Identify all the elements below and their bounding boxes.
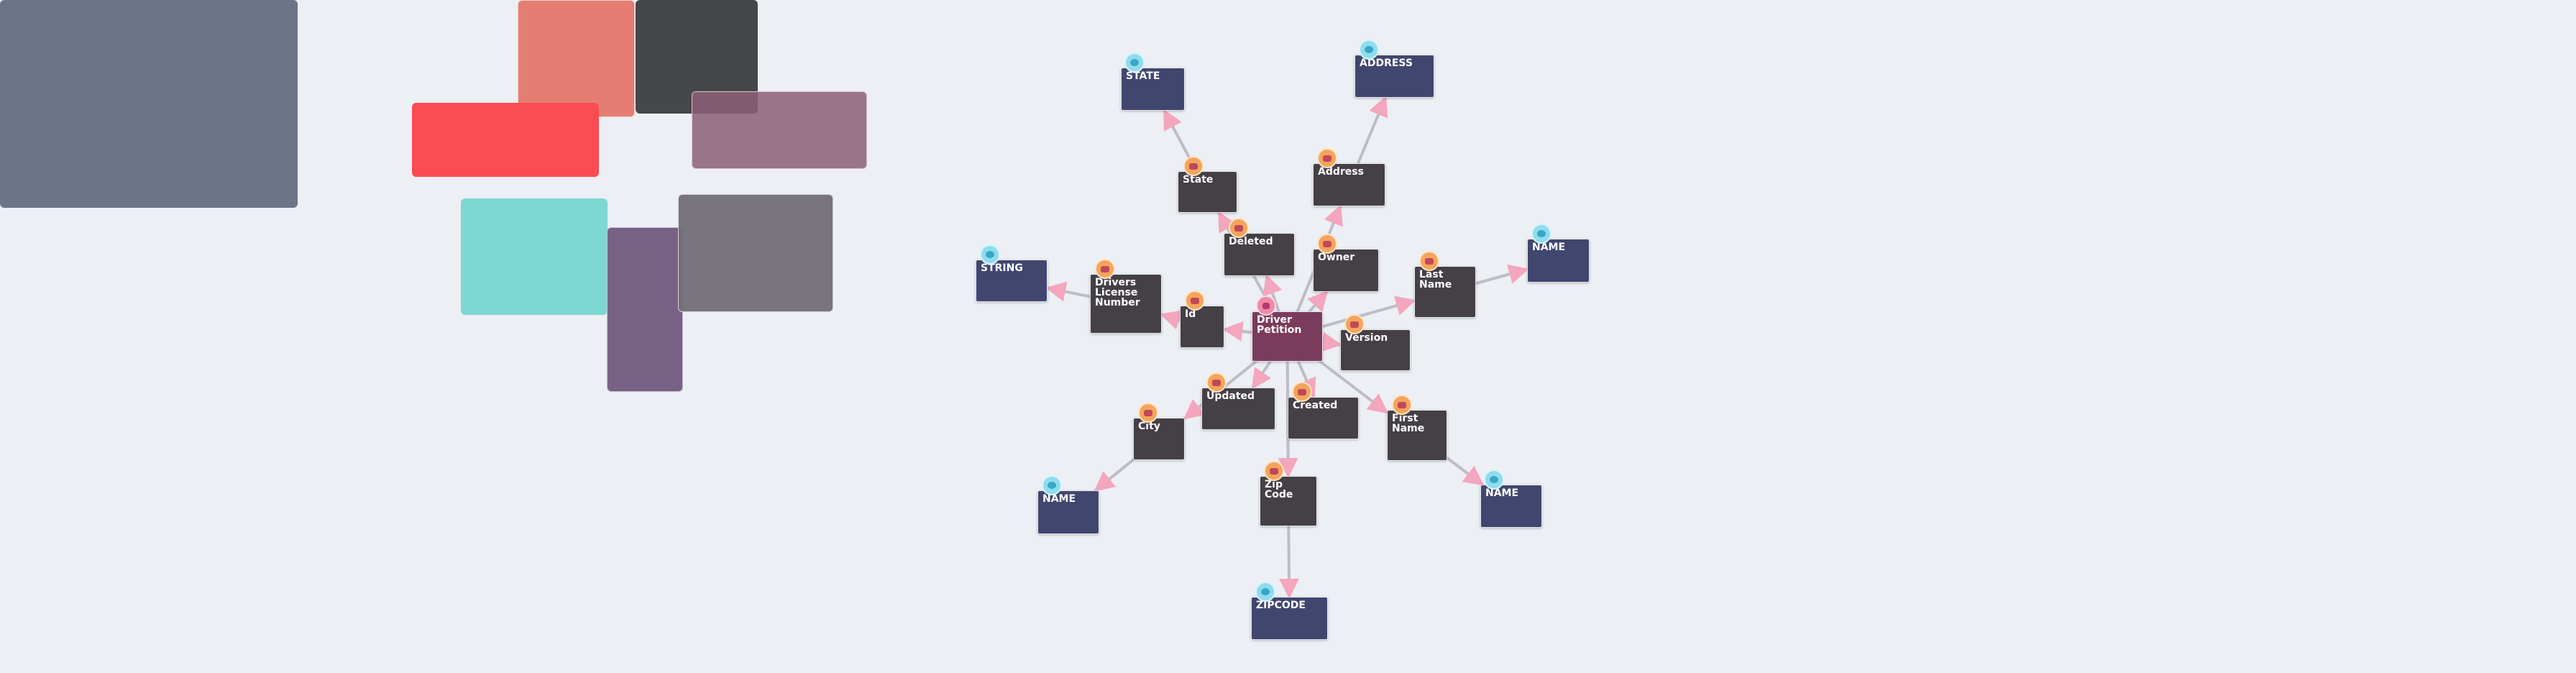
- node-type-name-last[interactable]: NAME: [1527, 239, 1590, 283]
- badge-zip-code-icon: [1264, 461, 1284, 481]
- node-type-name-first[interactable]: NAME: [1480, 485, 1542, 528]
- overlay-block-gray: [678, 194, 833, 312]
- node-label: Id: [1185, 308, 1196, 320]
- badge-first-name-icon: [1392, 395, 1412, 415]
- node-label: Address: [1318, 166, 1364, 178]
- node-type-string[interactable]: STRING: [976, 260, 1048, 302]
- overlay-block-teal: [461, 198, 608, 315]
- badge-type-state-icon: [1124, 52, 1145, 73]
- node-address[interactable]: Address: [1313, 163, 1385, 206]
- badge-driver-petition-icon: [1256, 296, 1276, 316]
- badge-state-icon: [1183, 156, 1204, 176]
- badge-type-zipcode-icon: [1255, 582, 1275, 602]
- badge-version-icon: [1344, 314, 1365, 334]
- node-label: First Name: [1392, 413, 1425, 434]
- overlay-block-red: [412, 103, 599, 177]
- badge-type-string-icon: [980, 244, 1000, 265]
- badge-last-name-icon: [1419, 251, 1439, 271]
- node-drivers-license-number[interactable]: Drivers License Number: [1090, 274, 1162, 334]
- node-label: Created: [1293, 400, 1338, 411]
- badge-type-name-city-icon: [1042, 475, 1062, 495]
- node-driver-petition[interactable]: Driver Petition: [1252, 311, 1323, 362]
- node-label: Updated: [1206, 390, 1255, 402]
- node-first-name[interactable]: First Name: [1387, 410, 1447, 461]
- node-type-state[interactable]: STATE: [1121, 68, 1185, 111]
- node-owner[interactable]: Owner: [1313, 249, 1379, 292]
- node-label: Driver Petition: [1257, 314, 1302, 336]
- node-type-zipcode[interactable]: ZIPCODE: [1251, 597, 1328, 640]
- node-label: ZIPCODE: [1256, 600, 1306, 611]
- node-zip-code[interactable]: Zip Code: [1260, 476, 1317, 526]
- node-id[interactable]: Id: [1180, 306, 1224, 348]
- badge-created-icon: [1292, 382, 1312, 402]
- node-label: Last Name: [1419, 269, 1452, 290]
- node-updated[interactable]: Updated: [1201, 388, 1275, 430]
- overlay-block-salmon: [518, 0, 635, 117]
- badge-id-icon: [1185, 290, 1205, 311]
- node-type-address[interactable]: ADDRESS: [1355, 55, 1434, 98]
- node-label: NAME: [1485, 487, 1519, 499]
- node-label: Drivers License Number: [1095, 277, 1140, 308]
- badge-updated-icon: [1206, 372, 1227, 393]
- node-state[interactable]: State: [1178, 171, 1237, 213]
- overlay-panel-slate: [0, 0, 298, 208]
- node-label: NAME: [1532, 242, 1566, 253]
- node-label: ADDRESS: [1360, 58, 1413, 69]
- badge-type-name-last-icon: [1531, 224, 1551, 244]
- overlay-block-purple: [607, 227, 683, 392]
- node-created[interactable]: Created: [1288, 397, 1359, 439]
- node-version[interactable]: Version: [1340, 329, 1411, 371]
- node-label: City: [1138, 421, 1160, 432]
- node-label: NAME: [1042, 493, 1076, 505]
- badge-deleted-icon: [1229, 218, 1249, 238]
- badge-type-address-icon: [1359, 40, 1379, 60]
- node-label: Version: [1345, 332, 1388, 344]
- node-deleted[interactable]: Deleted: [1224, 233, 1295, 276]
- node-label: Deleted: [1229, 236, 1273, 247]
- badge-owner-icon: [1317, 234, 1337, 254]
- overlay-block-mauve: [692, 91, 867, 169]
- node-label: STRING: [981, 262, 1023, 274]
- badge-city-icon: [1138, 403, 1158, 423]
- node-label: State: [1183, 174, 1214, 186]
- badge-address-icon: [1317, 148, 1337, 168]
- node-label: STATE: [1126, 70, 1160, 82]
- badge-type-name-first-icon: [1484, 470, 1504, 490]
- node-type-name-city[interactable]: NAME: [1037, 490, 1099, 534]
- node-city[interactable]: City: [1133, 418, 1185, 460]
- badge-drivers-license-number-icon: [1095, 259, 1115, 279]
- node-label: Owner: [1318, 252, 1355, 263]
- node-last-name[interactable]: Last Name: [1414, 266, 1476, 318]
- node-label: Zip Code: [1265, 479, 1293, 500]
